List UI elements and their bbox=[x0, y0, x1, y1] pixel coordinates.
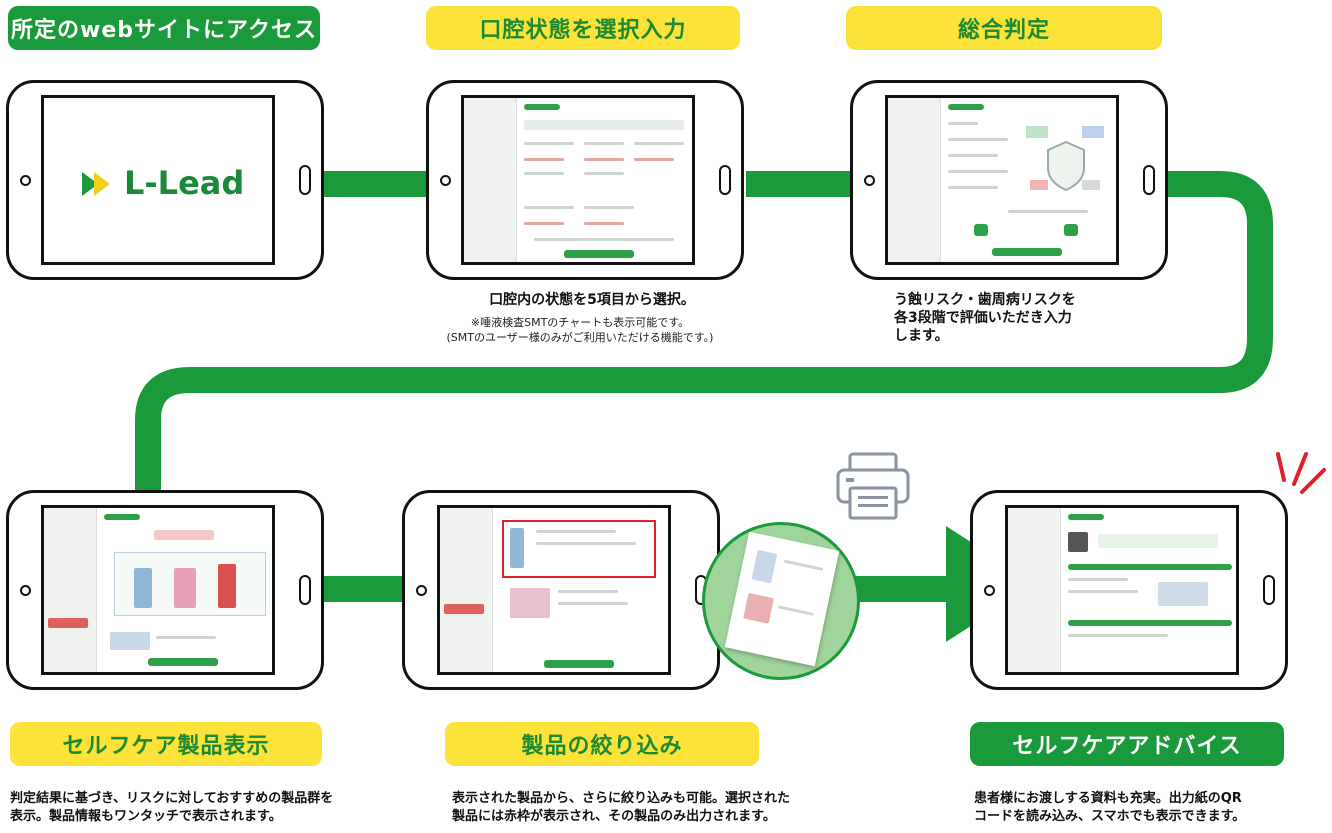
step6-caption-line1: 患者様にお渡しする資料も充実。出力紙のQR bbox=[974, 791, 1242, 806]
tablet-step3 bbox=[850, 80, 1168, 280]
step4-caption-line1: 判定結果に基づき、リスクに対しておすすめの製品群を bbox=[10, 791, 334, 806]
tablet-step4 bbox=[6, 490, 324, 690]
tablet-step2 bbox=[426, 80, 744, 280]
camera-icon bbox=[864, 175, 875, 186]
l-lead-logo-icon bbox=[82, 172, 110, 196]
tablet-screen bbox=[461, 95, 695, 265]
step3-caption-line1: う蝕リスク・歯周病リスクを bbox=[894, 292, 1076, 308]
tablet-screen bbox=[437, 505, 671, 675]
tablet-screen bbox=[41, 505, 275, 675]
home-button-icon bbox=[1143, 165, 1155, 195]
step1-label: 所定のwebサイトにアクセス bbox=[8, 6, 320, 50]
camera-icon bbox=[440, 175, 451, 186]
tablet-screen bbox=[885, 95, 1119, 265]
step5-caption-line2: 製品には赤枠が表示され、その製品のみ出力されます。 bbox=[452, 809, 776, 824]
camera-icon bbox=[20, 585, 31, 596]
step2-note1: ※唾液検査SMTのチャートも表示可能です。 bbox=[470, 316, 690, 329]
home-button-icon bbox=[299, 575, 311, 605]
camera-icon bbox=[20, 175, 31, 186]
home-button-icon bbox=[719, 165, 731, 195]
tablet-screen: L-Lead bbox=[41, 95, 275, 265]
home-button-icon bbox=[1263, 575, 1275, 605]
tablet-step5 bbox=[402, 490, 720, 690]
camera-icon bbox=[416, 585, 427, 596]
step6-label: セルフケアアドバイス bbox=[970, 722, 1284, 766]
step3-label: 総合判定 bbox=[846, 6, 1162, 50]
step3-caption-line3: します。 bbox=[894, 328, 949, 344]
printer-icon bbox=[836, 452, 910, 520]
camera-icon bbox=[984, 585, 995, 596]
attention-marks-icon bbox=[1276, 452, 1326, 494]
step2-caption: 口腔内の状態を5項目から選択。 bbox=[489, 292, 695, 308]
home-button-icon bbox=[299, 165, 311, 195]
step5-label: 製品の絞り込み bbox=[445, 722, 759, 766]
tablet-step1: L-Lead bbox=[6, 80, 324, 280]
step6-caption-line2: コードを読み込み、スマホでも表示できます。 bbox=[974, 809, 1246, 824]
step2-note2: (SMTのユーザー様のみがご利用いただける機能です。) bbox=[446, 331, 714, 344]
step4-label: セルフケア製品表示 bbox=[10, 722, 322, 766]
tablet-screen bbox=[1005, 505, 1239, 675]
step2-label: 口腔状態を選択入力 bbox=[426, 6, 740, 50]
step3-caption-line2: 各3段階で評価いただき入力 bbox=[894, 310, 1072, 326]
tablet-step6 bbox=[970, 490, 1288, 690]
step5-caption-line1: 表示された製品から、さらに絞り込みも可能。選択された bbox=[452, 791, 791, 806]
logo-text: L-Lead bbox=[124, 164, 245, 202]
step4-caption-line2: 表示。製品情報もワンタッチで表示されます。 bbox=[10, 809, 282, 824]
